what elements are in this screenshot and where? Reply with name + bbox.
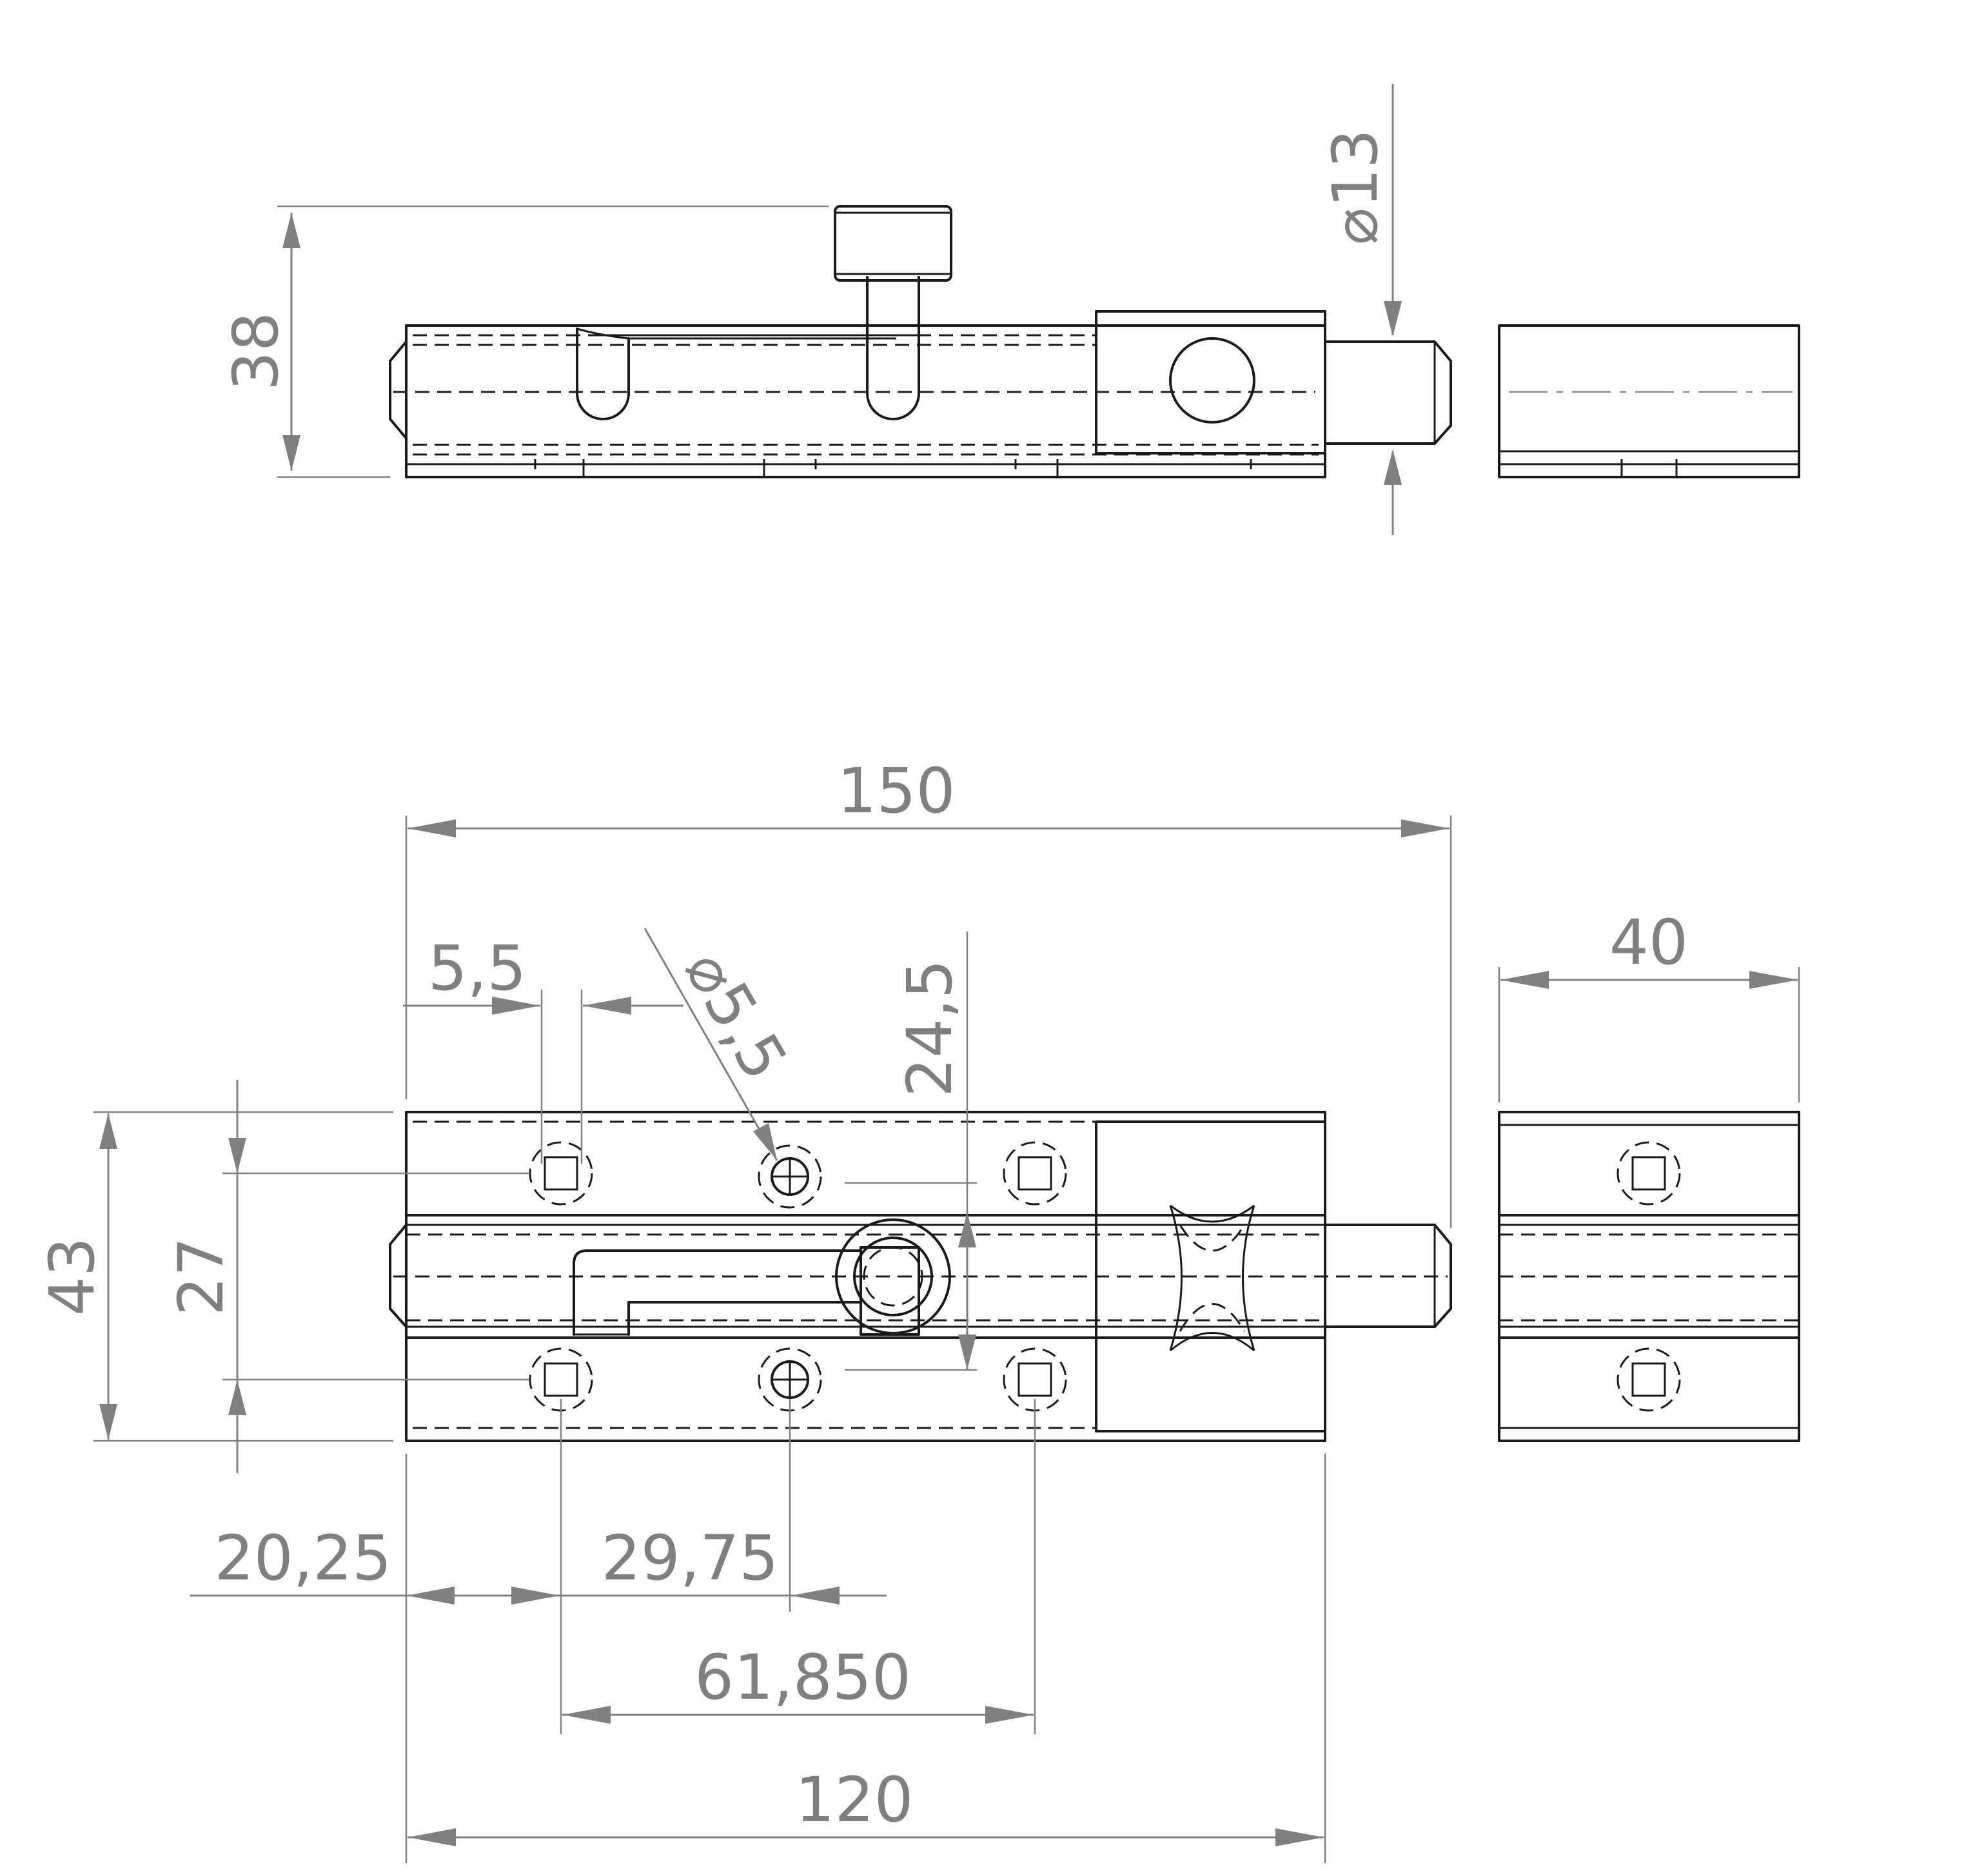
- knob-circle: [835, 1218, 951, 1334]
- front-housing: [1095, 1120, 1326, 1432]
- dim-40-label: 40: [1609, 906, 1688, 979]
- top-slot-left: [576, 327, 630, 420]
- front-bolt-tip: [1324, 1224, 1452, 1328]
- front-view-dimensions: 150 40 5,5 ⌀5,5 24,5 43: [36, 755, 1800, 1863]
- dim-150-label: 150: [837, 755, 955, 827]
- keeper-front-view: [1498, 1111, 1800, 1442]
- dim-5-5-label: 5,5: [428, 932, 527, 1004]
- dim-24-5-label: 24,5: [894, 959, 966, 1097]
- dim-diameter-13-label: ⌀13: [1319, 129, 1391, 245]
- dim-120-label: 120: [795, 1764, 913, 1836]
- top-view-dimensions: 38 ⌀13: [220, 84, 1402, 535]
- top-housing: [1095, 310, 1326, 454]
- dim-27-label: 27: [165, 1237, 237, 1316]
- dim-61-850-label: 61,850: [694, 1641, 911, 1714]
- front-view: [389, 1111, 1452, 1442]
- dim-29-75-label: 29,75: [602, 1522, 779, 1594]
- top-keeper: [1498, 324, 1800, 478]
- handle-slot-lower: [627, 1301, 862, 1336]
- top-slot-right: [866, 276, 920, 420]
- top-view: [389, 205, 1800, 478]
- dim-43-label: 43: [36, 1237, 108, 1316]
- dim-diameter-5-5-label: ⌀5,5: [671, 939, 801, 1092]
- top-bolt-tip: [1324, 340, 1452, 445]
- dim-20-25-label: 20,25: [215, 1522, 392, 1594]
- top-knob: [834, 205, 952, 282]
- top-housing-hole: [1169, 337, 1255, 424]
- dim-38-label: 38: [220, 312, 292, 391]
- handle-slot-upper: [573, 1249, 862, 1336]
